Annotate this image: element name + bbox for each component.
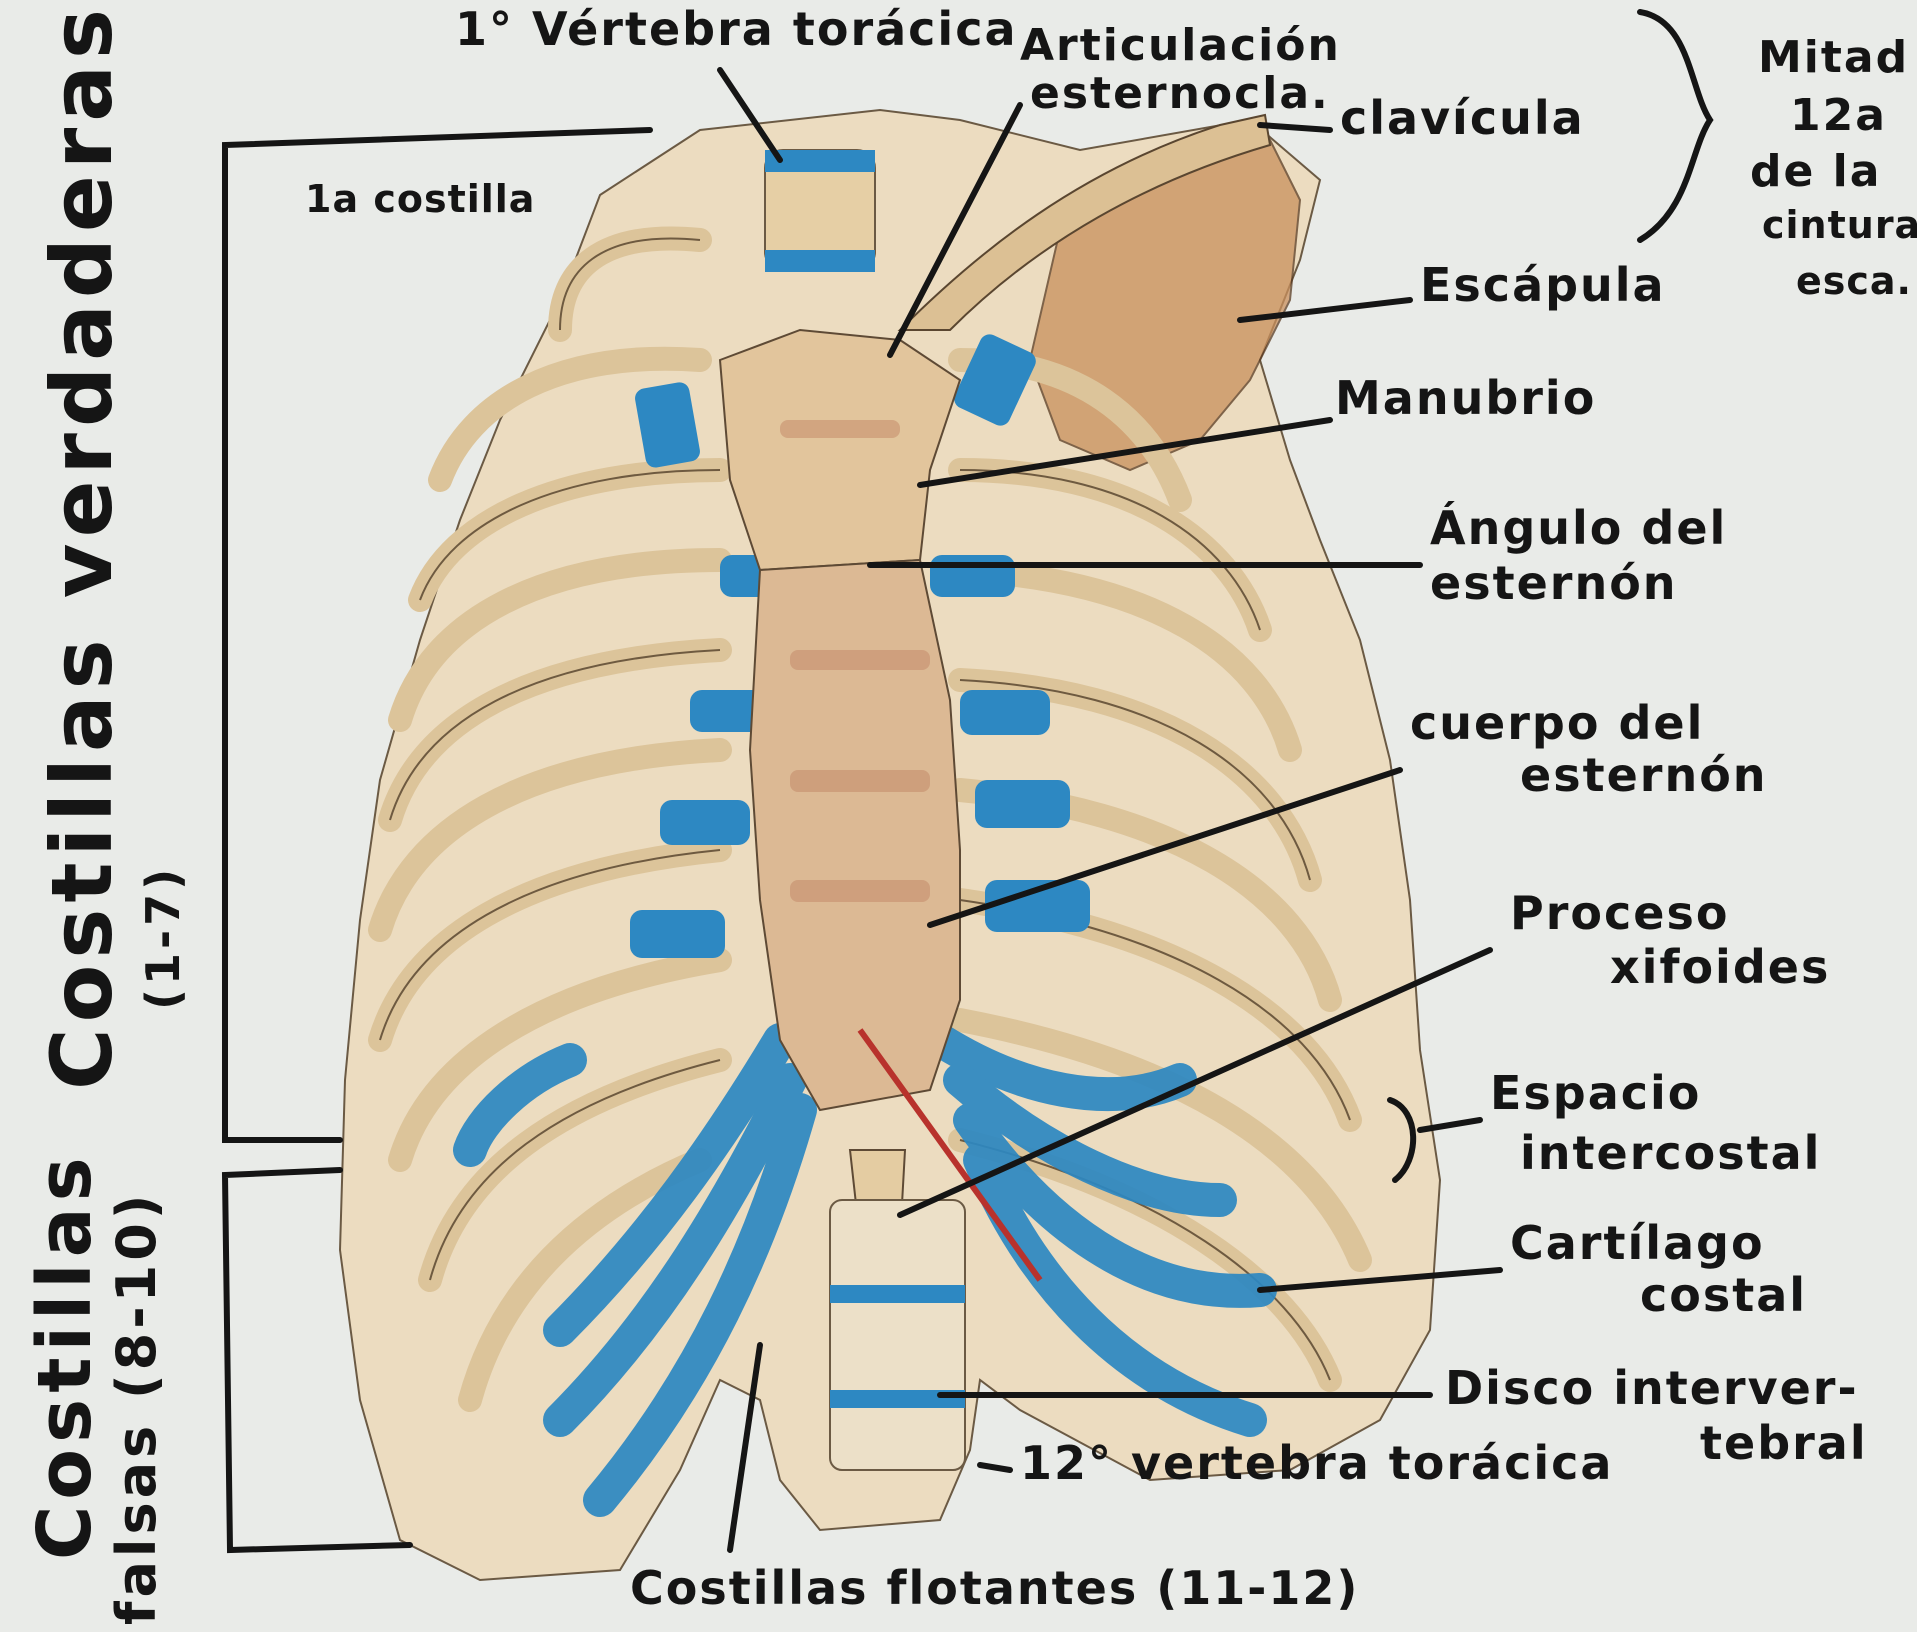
label-mitad-1: Mitad — [1758, 36, 1909, 80]
label-angulo-2: esternón — [1430, 560, 1678, 606]
label-clavicula: clavícula — [1340, 95, 1585, 141]
label-cartilago-2: costal — [1640, 1272, 1807, 1318]
label-mitad-2: 12a — [1790, 94, 1887, 138]
label-disco-2: tebral — [1700, 1420, 1868, 1466]
label-mitad-3: de la — [1750, 150, 1881, 194]
label-cuerpo-2: esternón — [1520, 752, 1768, 798]
label-espacio-2: intercostal — [1520, 1130, 1821, 1176]
label-proceso-1: Proceso — [1510, 890, 1729, 936]
vertebra-lower — [830, 1200, 965, 1470]
label-vertebra-1: 1° Vértebra torácica — [455, 6, 1018, 52]
label-disco-1: Disco interver- — [1445, 1365, 1859, 1411]
label-manubrio: Manubrio — [1335, 375, 1596, 421]
label-costillas-flotantes: Costillas flotantes (11-12) — [630, 1565, 1359, 1611]
sternum-body-shape — [750, 560, 960, 1110]
label-cartilago-1: Cartílago — [1510, 1220, 1765, 1266]
label-articulacion-1: Articulación — [1020, 24, 1341, 68]
label-vertebra-12: 12° vertebra torácica — [1020, 1440, 1613, 1486]
label-cuerpo-1: cuerpo del — [1410, 700, 1704, 746]
label-mitad-4: cintura — [1762, 206, 1917, 244]
label-angulo-1: Ángulo del — [1430, 505, 1727, 551]
label-costillas-falsas-1: Costillas — [28, 1151, 102, 1560]
label-costillas-verdaderas-range: (1-7) — [140, 865, 186, 1010]
label-primera-costilla: 1a costilla — [305, 180, 535, 218]
label-costillas-verdaderas: Costillas verdaderas — [40, 3, 124, 1090]
label-espacio-1: Espacio — [1490, 1070, 1701, 1116]
label-proceso-2: xifoides — [1610, 944, 1830, 990]
label-articulacion-2: esternocla. — [1030, 72, 1330, 116]
label-escapula: Escápula — [1420, 262, 1666, 308]
label-costillas-falsas-2: falsas (8-10) — [110, 1191, 164, 1625]
label-mitad-5: esca. — [1796, 262, 1912, 300]
